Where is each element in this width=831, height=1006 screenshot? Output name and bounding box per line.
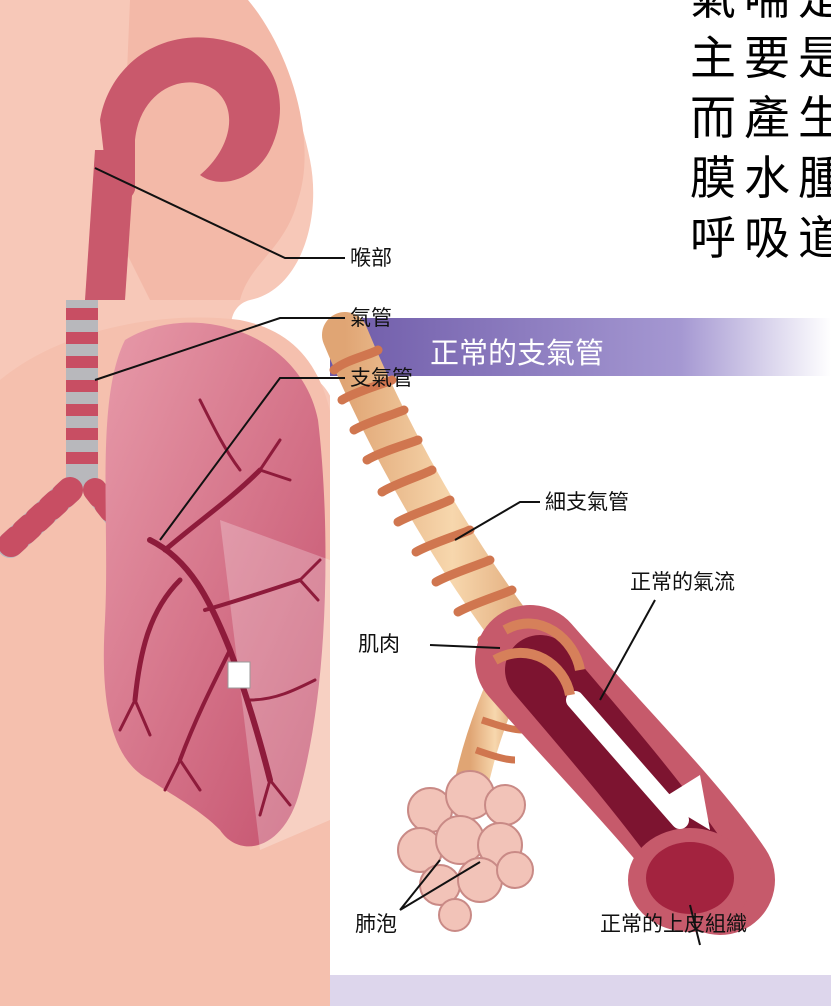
heading-line-4: 膜水腫 (690, 150, 831, 206)
inset-title: 正常的支氣管 (430, 330, 604, 372)
label-epithelium: 正常的上皮組織 (600, 912, 747, 936)
heading-line-5: 呼吸道 (690, 210, 831, 266)
label-bronchiole: 細支氣管 (545, 490, 629, 514)
label-trachea: 氣管 (350, 306, 392, 330)
heading-line-2: 主要是 (690, 30, 831, 86)
heading-text-block: 氣喘是 主要是 而產生 膜水腫 呼吸道 (0, 0, 831, 300)
heading-line-1: 氣喘是 (690, 0, 831, 26)
heading-line-3: 而產生 (690, 90, 831, 146)
label-alveoli: 肺泡 (355, 912, 397, 936)
trachea-tube (66, 300, 98, 490)
label-muscle: 肌肉 (358, 632, 400, 656)
label-bronchus: 支氣管 (350, 366, 413, 390)
lung-marker (228, 662, 250, 688)
label-normal-airflow: 正常的氣流 (630, 570, 735, 594)
